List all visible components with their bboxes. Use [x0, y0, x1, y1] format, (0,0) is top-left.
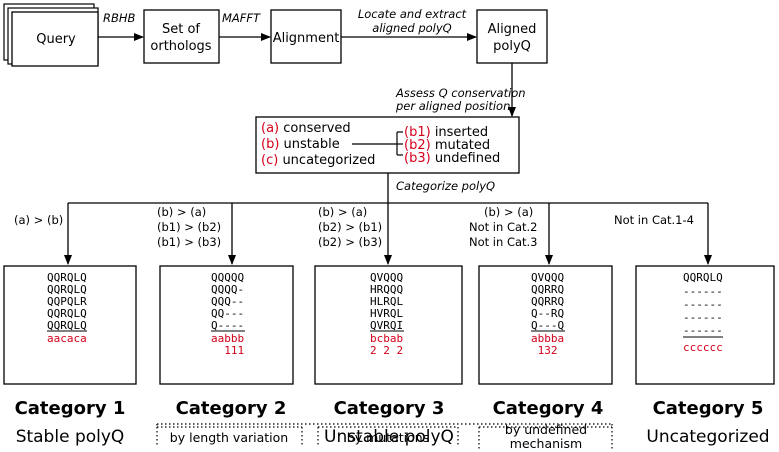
category-2-title: Category 2 — [176, 398, 287, 419]
edge-label-extract-line2: aligned polyQ — [372, 21, 451, 35]
edge-label-categorize: Categorize polyQ — [396, 179, 495, 193]
seq-row: QVRQI — [370, 319, 403, 332]
position-code: cccccc — [683, 341, 723, 354]
seq-row: QQRQLQ — [47, 283, 87, 296]
seq-row: HLRQL — [370, 295, 403, 308]
seq-row: QQRQLQ — [683, 271, 723, 284]
seq-row: QVQQQ — [531, 271, 564, 284]
seq-row: QQRRQ — [531, 295, 564, 308]
class-b1: (b1) inserted — [404, 125, 488, 140]
query-label: Query — [36, 32, 76, 47]
category-3-title: Category 3 — [334, 398, 445, 419]
position-code: bcbab — [370, 332, 403, 345]
seq-row: HRQQQ — [370, 283, 403, 296]
category-4-title: Category 4 — [493, 398, 604, 419]
orthologs-label-line1: Set of — [162, 22, 200, 37]
position-code: aabbb — [211, 332, 244, 345]
seq-row: ------ — [683, 285, 723, 298]
cond-cat4-line2: Not in Cat.2 — [469, 220, 538, 234]
aligned-polyq-line1: Aligned — [488, 22, 537, 37]
cond-cat1-line1: (a) > (b) — [14, 213, 63, 227]
aligned-polyq-line2: polyQ — [493, 39, 531, 54]
by-undefined-label-line1: by undefined — [505, 422, 587, 437]
seq-row: QQQ-- — [211, 295, 244, 308]
cond-cat2-line3: (b1) > (b3) — [157, 235, 221, 249]
cond-cat4-line1: (b) > (a) — [484, 205, 533, 219]
orthologs-node: Set of orthologs — [143, 9, 220, 64]
seq-row: QQRQLQ — [47, 307, 87, 320]
example-box-cat5: QQRQLQ ------ ------ ------ ------ ccccc… — [635, 265, 775, 385]
cond-cat5-line1: Not in Cat.1-4 — [614, 213, 694, 227]
edge-label-extract-line1: Locate and extract — [358, 7, 467, 21]
classification-box: (a) conserved (b) unstable (c) uncategor… — [255, 116, 520, 174]
seq-row: ------ — [683, 324, 723, 337]
edge-label-assess-line1: Assess Q conservation — [395, 86, 526, 100]
seq-row: QQQQQ — [211, 271, 244, 284]
class-b: (b) unstable — [261, 137, 340, 152]
example-box-cat1: QQRQLQ QQRQLQ QQPQLR QQRQLQ QQRQLQ aacac… — [3, 265, 137, 385]
category-5-title: Category 5 — [653, 398, 764, 419]
uncategorized-label: Uncategorized — [646, 427, 769, 447]
seq-row: QQRRQ — [531, 283, 564, 296]
cond-cat2-line1: (b) > (a) — [157, 205, 206, 219]
unstable-group-bracket — [156, 423, 613, 428]
position-code: aacaca — [47, 332, 87, 345]
alignment-label: Alignment — [273, 31, 340, 46]
aligned-polyq-node: Aligned polyQ — [476, 9, 548, 64]
class-c: (c) uncategorized — [261, 153, 375, 168]
seq-row: Q---- — [211, 319, 244, 332]
example-box-cat4: QVQQQ QQRRQ QQRRQ Q--RQ Q---Q abbba 132 — [478, 265, 613, 385]
alignment-node: Alignment — [270, 9, 342, 64]
edge-label-mafft: MAFFT — [222, 11, 261, 25]
seq-row: ------ — [683, 298, 723, 311]
class-a: (a) conserved — [261, 121, 351, 136]
seq-row: HVRQL — [370, 307, 403, 320]
seq-row: ------ — [683, 311, 723, 324]
category-1-title: Category 1 — [15, 398, 126, 419]
position-code: abbba — [531, 332, 564, 345]
cond-cat3-line2: (b2) > (b1) — [318, 220, 382, 234]
seq-row: QQ--- — [211, 307, 244, 320]
orthologs-label-line2: orthologs — [150, 39, 211, 54]
subclass-code: 2 2 2 — [370, 344, 403, 357]
unstable-polyq-label: Unstable polyQ — [324, 427, 454, 447]
seq-row: Q---Q — [531, 319, 564, 332]
edge-label-rbhb: RBHB — [103, 11, 136, 25]
by-length-variation-label: by length variation — [170, 430, 288, 445]
edge-label-assess-line2: per aligned position — [395, 99, 510, 113]
seq-row: QQRQLQ — [47, 271, 87, 284]
seq-row: QQRQLQ — [47, 319, 87, 332]
query-node: Query — [3, 3, 99, 67]
by-mutations-label: by mutations — [347, 430, 429, 445]
mutations-bracket — [317, 426, 459, 447]
cond-cat2-line2: (b1) > (b2) — [157, 220, 221, 234]
stable-polyq-label: Stable polyQ — [16, 427, 125, 447]
subclass-code: 132 — [531, 344, 564, 357]
example-box-cat2: QQQQQ QQQQ- QQQ-- QQ--- Q---- aabbb 111 — [159, 265, 294, 385]
subclass-code: 111 — [211, 344, 244, 357]
class-b3: (b3) undefined — [404, 151, 500, 166]
length-variation-bracket — [156, 426, 303, 447]
cond-cat3-line1: (b) > (a) — [318, 205, 367, 219]
seq-row: QQPQLR — [47, 295, 87, 308]
seq-row: QVQQQ — [370, 271, 403, 284]
class-b2: (b2) mutated — [404, 138, 490, 153]
seq-row: QQQQ- — [211, 283, 244, 296]
cond-cat3-line3: (b2) > (b3) — [318, 235, 382, 249]
seq-row: Q--RQ — [531, 307, 564, 320]
cond-cat4-line3: Not in Cat.3 — [469, 235, 538, 249]
by-undefined-label-line2: mechanism — [510, 436, 582, 451]
example-box-cat3: QVQQQ HRQQQ HLRQL HVRQL QVRQI bcbab 2 2 … — [314, 265, 463, 385]
